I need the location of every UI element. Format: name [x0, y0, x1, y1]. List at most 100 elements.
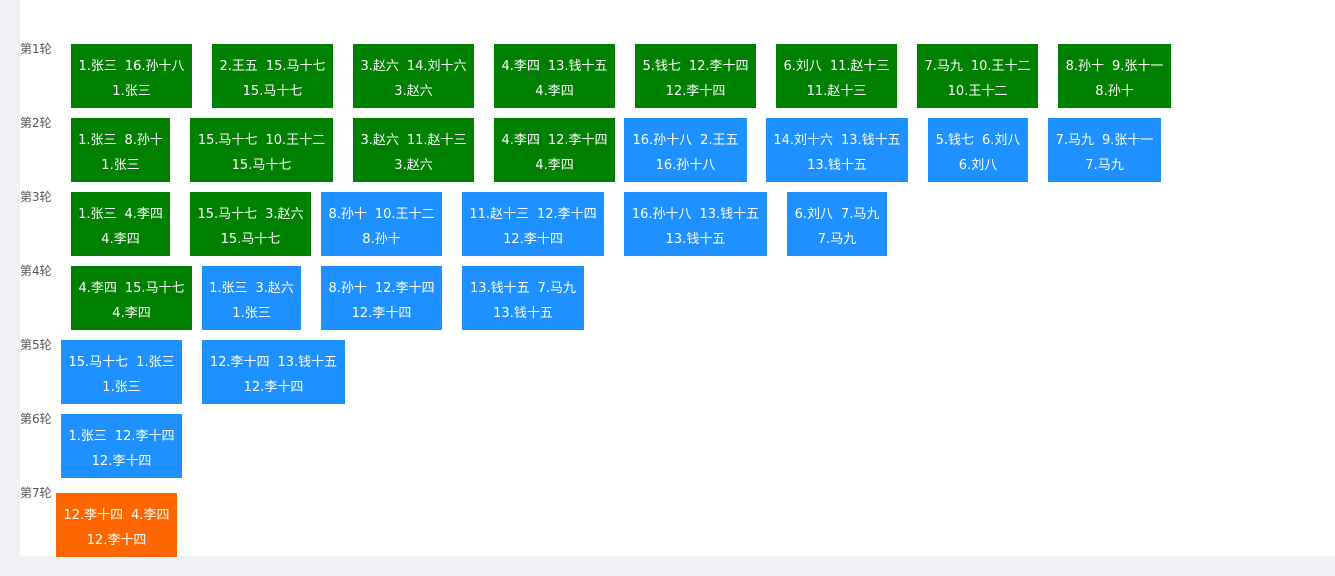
player-b: 9.张十一: [1102, 133, 1154, 148]
player-a: 4.李四: [501, 59, 540, 74]
player-b: 4.李四: [131, 508, 170, 523]
player-b: 3.赵六: [265, 207, 304, 222]
player-b: 15.马十七: [265, 59, 326, 74]
match-card[interactable]: 4.李四 13.钱十五 4.李四: [494, 44, 615, 108]
match-winner: 4.李四: [535, 158, 574, 173]
player-a: 8.孙十: [328, 207, 367, 222]
player-a: 1.张三: [78, 207, 117, 222]
match-card[interactable]: 1.张三 4.李四 4.李四: [71, 192, 170, 256]
match-card[interactable]: 8.孙十 10.王十二 8.孙十: [321, 192, 442, 256]
round-label: 第1轮: [20, 42, 52, 56]
player-b: 10.王十二: [374, 207, 435, 222]
match-winner: 13.钱十五: [807, 158, 867, 173]
player-a: 5.钱七: [642, 59, 681, 74]
match-card[interactable]: 16.孙十八 13.钱十五 13.钱十五: [624, 192, 767, 256]
match-winner: 10.王十二: [947, 84, 1008, 99]
match-card[interactable]: 7.马九 9.张十一 7.马九: [1048, 118, 1161, 182]
match-winner: 1.张三: [112, 84, 151, 99]
match-winner: 12.李十四: [503, 232, 563, 247]
player-b: 7.马九: [537, 281, 577, 296]
player-b: 10.王十二: [970, 59, 1031, 74]
round-label: 第2轮: [20, 116, 52, 130]
player-a: 8.孙十: [1065, 59, 1104, 74]
match-card[interactable]: 15.马十七 3.赵六 15.马十七: [190, 192, 311, 256]
match-winner: 12.李十四: [86, 533, 147, 548]
match-winner: 4.李四: [112, 306, 151, 321]
player-b: 9.张十一: [1112, 59, 1164, 74]
match-winner: 1.张三: [232, 306, 271, 321]
player-b: 12.李十四: [547, 133, 608, 148]
player-b: 1.张三: [136, 355, 175, 370]
match-card[interactable]: 2.王五 15.马十七 15.马十七: [212, 44, 333, 108]
player-b: 13.钱十五: [699, 207, 760, 222]
match-winner: 4.李四: [535, 84, 574, 99]
player-a: 7.马九: [1055, 133, 1094, 148]
round-label: 第7轮: [20, 486, 52, 500]
match-winner: 7.马九: [1085, 158, 1124, 173]
match-winner: 6.刘八: [958, 158, 998, 173]
match-winner: 12.李十四: [665, 84, 726, 99]
player-a: 1.张三: [78, 59, 117, 74]
player-b: 4.李四: [124, 207, 163, 222]
match-winner: 3.赵六: [394, 84, 433, 99]
player-a: 2.王五: [219, 59, 258, 74]
player-b: 6.刘八: [982, 133, 1021, 148]
round-label: 第4轮: [20, 264, 52, 278]
match-winner: 1.张三: [102, 380, 141, 395]
player-b: 13.钱十五: [841, 133, 901, 148]
player-a: 12.李十四: [209, 355, 270, 370]
match-card[interactable]: 12.李十四 13.钱十五 12.李十四: [202, 340, 345, 404]
match-winner: 12.李十四: [91, 454, 152, 469]
player-a: 15.马十七: [197, 207, 258, 222]
match-winner: 3.赵六: [394, 158, 433, 173]
match-winner: 13.钱十五: [493, 306, 553, 321]
player-a: 15.马十七: [197, 133, 258, 148]
player-b: 10.王十二: [265, 133, 326, 148]
match-winner: 8.孙十: [362, 232, 401, 247]
player-a: 16.孙十八: [631, 207, 692, 222]
player-b: 13.钱十五: [277, 355, 338, 370]
match-card[interactable]: 3.赵六 14.刘十六 3.赵六: [353, 44, 474, 108]
match-winner: 12.李十四: [243, 380, 304, 395]
player-a: 3.赵六: [360, 59, 399, 74]
round-label: 第3轮: [20, 190, 52, 204]
player-a: 14.刘十六: [773, 133, 833, 148]
match-card[interactable]: 15.马十七 1.张三 1.张三: [61, 340, 182, 404]
player-b: 13.钱十五: [547, 59, 608, 74]
player-a: 4.李四: [78, 281, 117, 296]
match-winner: 12.李十四: [351, 306, 412, 321]
player-b: 12.李十四: [374, 281, 435, 296]
player-b: 3.赵六: [255, 281, 294, 296]
player-b: 14.刘十六: [406, 59, 467, 74]
player-a: 15.马十七: [68, 355, 129, 370]
player-a: 1.张三: [78, 133, 117, 148]
round-label: 第6轮: [20, 412, 52, 426]
match-winner: 4.李四: [101, 232, 140, 247]
match-winner: 15.马十七: [220, 232, 281, 247]
match-winner: 15.马十七: [242, 84, 303, 99]
match-winner: 13.钱十五: [665, 232, 726, 247]
player-a: 6.刘八: [794, 207, 833, 222]
player-b: 11.赵十三: [829, 59, 890, 74]
match-winner: 16.孙十八: [655, 158, 716, 173]
match-card[interactable]: 14.刘十六 13.钱十五 13.钱十五: [766, 118, 908, 182]
